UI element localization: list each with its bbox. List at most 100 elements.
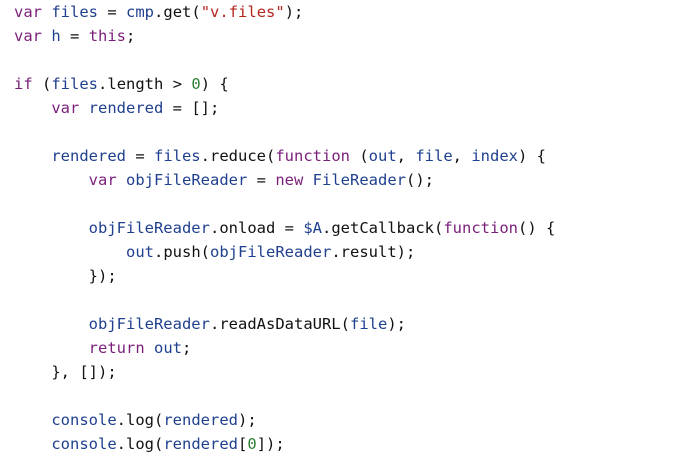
code-line: rendered = files.reduce(function (out, f…: [14, 144, 555, 168]
code-token: ,: [452, 147, 472, 165]
code-token: [: [238, 435, 248, 453]
code-token: .: [209, 315, 220, 333]
code-token: [42, 27, 51, 45]
code-token: FileReader: [312, 171, 406, 189]
code-token: (: [154, 411, 164, 429]
code-token: =: [247, 171, 276, 189]
code-token: push: [163, 243, 201, 261]
code-token: objFileReader: [126, 171, 248, 189]
code-token: .: [331, 243, 341, 261]
code-token: objFileReader: [88, 219, 210, 237]
code-token: var: [14, 27, 42, 45]
code-token: (: [191, 3, 201, 21]
code-line: var rendered = [];: [14, 96, 555, 120]
code-token: =: [125, 147, 154, 165]
code-line: [14, 192, 555, 216]
code-line: });: [14, 264, 555, 288]
code-token: getCallback: [331, 219, 434, 237]
code-block: var files = cmp.get("v.files");var h = t…: [14, 0, 555, 456]
code-token: ;: [126, 27, 136, 45]
code-token: "v.files": [200, 3, 285, 21]
code-token: (: [200, 243, 210, 261]
code-token: function: [443, 219, 518, 237]
code-token: .: [98, 75, 108, 93]
code-token: [14, 243, 126, 261]
code-token: files: [51, 75, 99, 93]
code-token: var: [51, 99, 80, 117]
code-token: files: [153, 147, 201, 165]
code-token: [14, 99, 51, 117]
code-line: var objFileReader = new FileReader();: [14, 168, 555, 192]
code-token: objFileReader: [88, 315, 210, 333]
code-token: (: [266, 147, 276, 165]
code-token: log: [126, 411, 154, 429]
code-token: .: [153, 243, 164, 261]
code-token: [145, 339, 154, 357]
code-token: $A: [303, 219, 322, 237]
code-token: );: [284, 3, 304, 21]
code-token: );: [387, 315, 406, 333]
code-line: var h = this;: [14, 24, 555, 48]
code-token: out: [154, 339, 182, 357]
code-token: objFileReader: [210, 243, 332, 261]
code-line: return out;: [14, 336, 555, 360]
code-token: [14, 435, 51, 453]
code-token: [42, 3, 51, 21]
code-token: if: [14, 75, 33, 93]
code-token: function: [275, 147, 350, 165]
code-token: .: [209, 219, 220, 237]
code-token: [79, 99, 88, 117]
code-token: });: [88, 267, 117, 285]
code-token: var: [88, 171, 117, 189]
code-token: [14, 219, 89, 237]
code-token: get: [163, 3, 192, 21]
code-token: return: [88, 339, 145, 357]
code-token: >: [163, 75, 192, 93]
code-line: }, []);: [14, 360, 555, 384]
code-token: =: [275, 219, 304, 237]
code-token: readAsDataURL: [219, 315, 341, 333]
code-token: (: [340, 315, 350, 333]
code-token: (: [434, 219, 444, 237]
code-token: file: [415, 147, 453, 165]
code-token: [14, 267, 89, 285]
code-token: onload: [219, 219, 276, 237]
code-line: console.log(rendered[0]);: [14, 432, 555, 456]
code-token: =: [60, 27, 89, 45]
code-token: ]);: [256, 435, 285, 453]
code-token: [14, 339, 89, 357]
code-token: = [];: [163, 99, 220, 117]
code-token: result: [340, 243, 397, 261]
code-token: .: [116, 435, 126, 453]
code-token: var: [14, 3, 42, 21]
code-token: h: [51, 27, 61, 45]
code-token: (: [350, 147, 369, 165]
code-token: ) {: [200, 75, 229, 93]
code-token: (: [32, 75, 52, 93]
code-token: ();: [406, 171, 434, 189]
code-token: file: [350, 315, 388, 333]
code-line: objFileReader.onload = $A.getCallback(fu…: [14, 216, 556, 240]
code-line: [14, 288, 555, 312]
code-token: ,: [396, 147, 416, 165]
code-token: [303, 171, 312, 189]
code-line: [14, 384, 555, 408]
code-token: [14, 411, 51, 429]
code-token: out: [125, 243, 154, 261]
code-line: console.log(rendered);: [14, 408, 555, 432]
code-token: );: [396, 243, 416, 261]
code-token: 0: [247, 435, 257, 453]
code-token: console: [51, 435, 117, 453]
code-line: [14, 120, 555, 144]
code-token: ;: [182, 339, 192, 357]
code-token: .: [200, 147, 210, 165]
code-token: [14, 363, 51, 381]
code-token: .: [322, 219, 332, 237]
code-line: [14, 48, 555, 72]
code-token: =: [98, 3, 127, 21]
code-token: rendered: [163, 411, 238, 429]
code-token: [117, 171, 126, 189]
code-token: cmp: [126, 3, 155, 21]
code-token: this: [88, 27, 127, 45]
code-token: ) {: [518, 147, 547, 165]
